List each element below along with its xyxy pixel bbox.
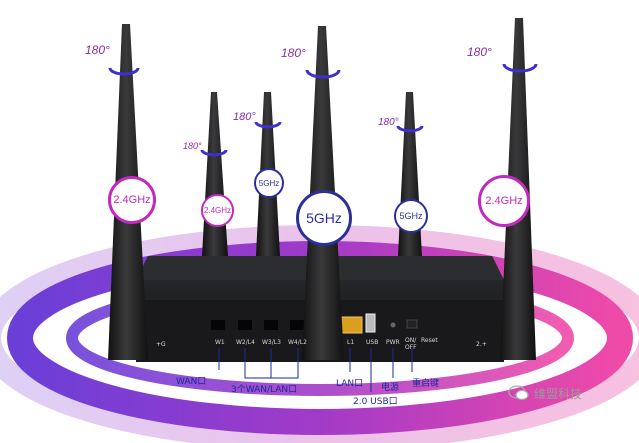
port-label: W2/L4 <box>236 339 255 346</box>
port-label: PWR <box>386 339 400 346</box>
callout-wan-lan: 3个WAN/LAN口 <box>231 385 298 395</box>
port-w3 <box>264 320 278 330</box>
callout-wan: WAN口 <box>176 377 207 387</box>
port-l1 <box>339 316 363 334</box>
port-usb <box>365 313 376 333</box>
rotation-label: 180° <box>467 45 492 59</box>
rotation-label: 180° <box>233 111 256 123</box>
port-w4 <box>290 320 304 330</box>
port-label: USB <box>366 339 379 346</box>
callout-lan: LAN口 <box>336 379 364 389</box>
port-w2 <box>238 320 252 330</box>
power-jack <box>390 322 396 328</box>
port-label: 2.+ <box>476 341 487 348</box>
watermark-text: 维盟科技 <box>534 387 583 401</box>
rotation-label: 180° <box>281 46 306 60</box>
onoff-switch <box>406 319 418 329</box>
frequency-badge: 5GHz <box>394 199 428 233</box>
port-label: W3/L3 <box>262 339 281 346</box>
frequency-badge: 2.4GHz <box>201 194 234 227</box>
rotation-label: 180° <box>378 117 399 128</box>
callout-usb: 2.0 USB口 <box>353 397 398 407</box>
port-label: ON/ OFF <box>405 337 417 351</box>
rotation-label: 180° <box>85 43 110 57</box>
frequency-badge: 2.4GHz <box>108 176 156 224</box>
port-label: W1 <box>215 339 225 346</box>
frequency-badge: 2.4GHz <box>478 175 530 227</box>
frequency-badge: 5GHz <box>254 168 284 198</box>
callout-reset: 重启键 <box>412 379 440 389</box>
wechat-icon <box>508 385 529 401</box>
port-label: W4/L2 <box>288 339 307 346</box>
port-label: +G <box>156 341 166 348</box>
port-label: Reset <box>421 337 438 344</box>
port-w1 <box>211 320 225 330</box>
callout-power: 电源 <box>381 383 400 393</box>
port-label: L1 <box>347 339 355 346</box>
rotation-label: 180° <box>183 141 202 151</box>
frequency-badge: 5GHz <box>296 190 352 246</box>
